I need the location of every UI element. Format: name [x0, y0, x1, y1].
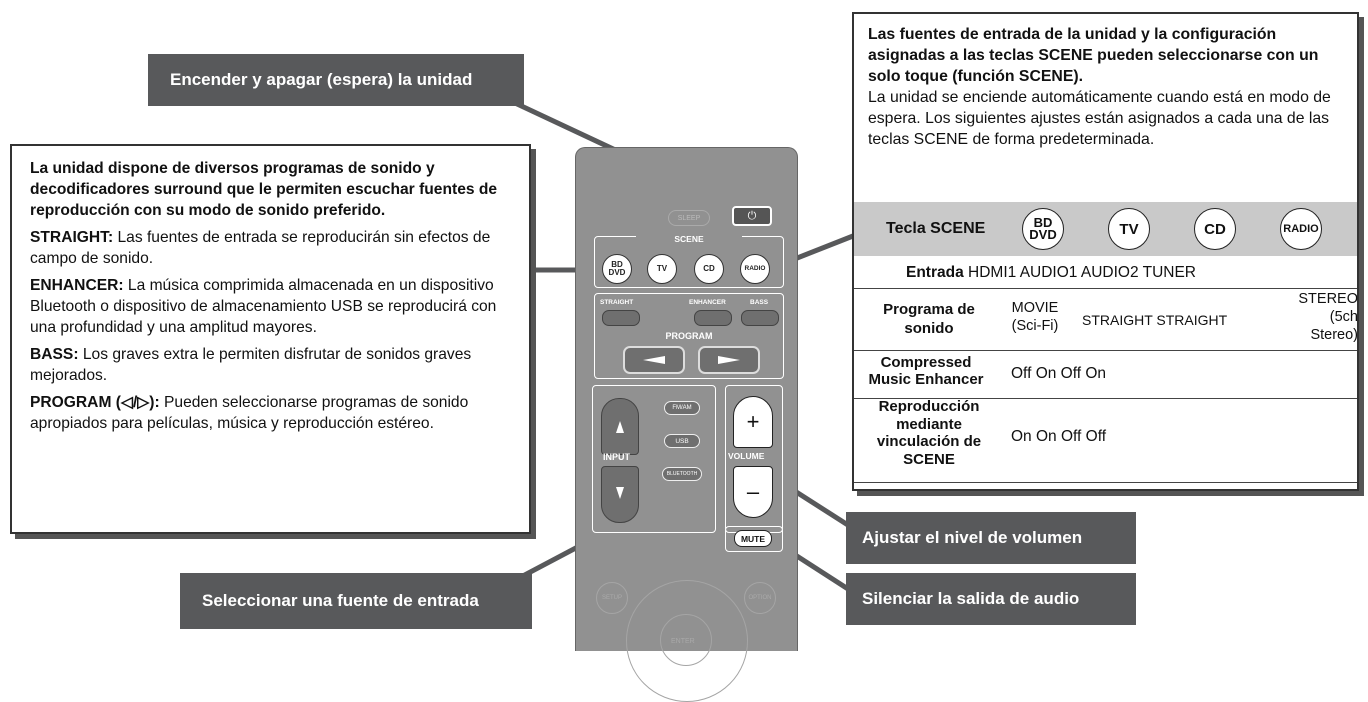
sound-program-description-box: La unidad dispone de diversos programas … [10, 144, 531, 534]
enhancer-description: ENHANCER: La música comprimida almacenad… [30, 275, 519, 338]
setup-button[interactable]: SETUP [596, 582, 628, 614]
input-button-group [592, 385, 716, 533]
program-right-button[interactable] [698, 346, 760, 374]
scene-radio-button[interactable]: RADIO [740, 254, 770, 284]
enhancer-term: ENHANCER: [30, 277, 124, 294]
power-callout: Encender y apagar (espera) la unidad [148, 54, 524, 106]
power-icon: ⏻ [747, 209, 757, 222]
enhancer-label: ENHANCER [689, 299, 726, 306]
straight-term: STRAIGHT: [30, 229, 114, 246]
scene-cd-button[interactable]: CD [694, 254, 724, 284]
program-left-button[interactable] [623, 346, 685, 374]
mute-callout: Silenciar la salida de audio [846, 573, 1136, 625]
program-term: PROGRAM (◁/▷): [30, 394, 160, 411]
enhancer-button[interactable] [694, 310, 732, 326]
scene-connector [786, 233, 854, 265]
option-button[interactable]: OPTION [744, 582, 776, 614]
volume-down-button[interactable]: – [733, 466, 773, 518]
row-divider [854, 482, 1357, 483]
row-compressed-label: Compressed Music Enhancer [868, 354, 984, 388]
straight-description: STRAIGHT: Las fuentes de entrada se repr… [30, 227, 519, 269]
input-callout: Seleccionar una fuente de entrada [180, 573, 532, 629]
scene-key-bd-dvd-icon: BD DVD [1022, 208, 1064, 250]
scene-table-header [854, 202, 1357, 256]
bluetooth-button[interactable]: BLUETOOTH [662, 467, 702, 481]
mute-button[interactable]: MUTE [734, 530, 772, 547]
bass-label: BASS [750, 299, 769, 306]
scene-bd-dvd-button[interactable]: BD DVD [602, 254, 632, 284]
row-entrada-values: HDMI1 AUDIO1 AUDIO2 TUNER [968, 264, 1196, 281]
arrow-right-icon [718, 356, 740, 364]
row-programa-value-movie: MOVIE (Sci-Fi) [1011, 300, 1059, 334]
minus-icon: – [746, 479, 760, 504]
volume-callout: Ajustar el nivel de volumen [846, 512, 1136, 564]
row-repro-values: On On Off Off [1011, 428, 1107, 445]
program-text: Pueden seleccionarse programas de sonido… [30, 394, 469, 432]
mute-callout-text: Silenciar la salida de audio [862, 589, 1080, 608]
program-button-group [594, 293, 784, 379]
scene-table-header-label: Tecla SCENE [886, 220, 986, 237]
volume-up-button[interactable]: + [733, 396, 773, 448]
bass-term: BASS: [30, 346, 79, 363]
scene-intro-bold: Las fuentes de entrada de la unidad y la… [868, 26, 1319, 85]
scene-tv-button[interactable]: TV [647, 254, 677, 284]
program-description: PROGRAM (◁/▷): Pueden seleccionarse prog… [30, 392, 519, 434]
scene-key-radio-icon: RADIO [1280, 208, 1322, 250]
power-callout-text: Encender y apagar (espera) la unidad [170, 70, 473, 89]
input-callout-text: Seleccionar una fuente de entrada [202, 591, 479, 610]
row-programa-label: Programa de sonido [883, 301, 975, 337]
row-divider [854, 350, 1357, 351]
input-down-button[interactable] [601, 466, 639, 523]
arrow-left-icon [643, 356, 665, 364]
plus-icon: + [746, 409, 760, 434]
sleep-button[interactable]: SLEEP [668, 210, 710, 226]
row-entrada: Entrada HDMI1 AUDIO1 AUDIO2 TUNER [906, 264, 1196, 282]
input-up-button[interactable] [601, 398, 639, 455]
row-compressed-values: Off On Off On [1011, 365, 1107, 382]
row-divider [854, 288, 1357, 289]
mute-button-group [725, 526, 783, 552]
straight-text: Las fuentes de entrada se reproducirán s… [30, 229, 491, 267]
program-label: PROGRAM [665, 331, 713, 341]
straight-button[interactable] [602, 310, 640, 326]
scene-intro-text: La unidad se enciende automáticamente cu… [868, 89, 1331, 148]
row-divider [854, 398, 1357, 399]
bass-button[interactable] [741, 310, 779, 326]
fm-am-button[interactable]: FM/AM [664, 401, 700, 415]
enter-label: ENTER [671, 638, 695, 645]
row-repro-label: Reproducción mediante vinculación de SCE… [876, 398, 982, 468]
remote-control: SLEEP ⏻ SCENE BD DVD TV CD RADIO STRAIGH… [575, 147, 798, 702]
bass-description: BASS: Los graves extra le permiten disfr… [30, 344, 519, 386]
input-label: INPUT [603, 452, 630, 462]
bass-text: Los graves extra le permiten disfrutar d… [30, 346, 472, 384]
volume-label: VOLUME [728, 451, 765, 461]
scene-group-label: SCENE [636, 234, 742, 244]
scene-key-tv-icon: TV [1108, 208, 1150, 250]
enhancer-text: La música comprimida almacenada en un di… [30, 277, 497, 336]
usb-button[interactable]: USB [664, 434, 700, 448]
row-entrada-label: Entrada [906, 264, 964, 281]
scene-key-cd-icon: CD [1194, 208, 1236, 250]
row-programa-value-straight: STRAIGHT STRAIGHT [1082, 312, 1228, 328]
left-box-intro: La unidad dispone de diversos programas … [30, 160, 498, 219]
power-button[interactable]: ⏻ [732, 206, 772, 226]
volume-callout-text: Ajustar el nivel de volumen [862, 528, 1083, 547]
row-programa-value-stereo: STEREO (5ch Stereo) [1298, 291, 1358, 343]
input-up-icon [616, 421, 624, 433]
straight-label: STRAIGHT [600, 299, 634, 306]
input-down-icon [616, 487, 624, 499]
